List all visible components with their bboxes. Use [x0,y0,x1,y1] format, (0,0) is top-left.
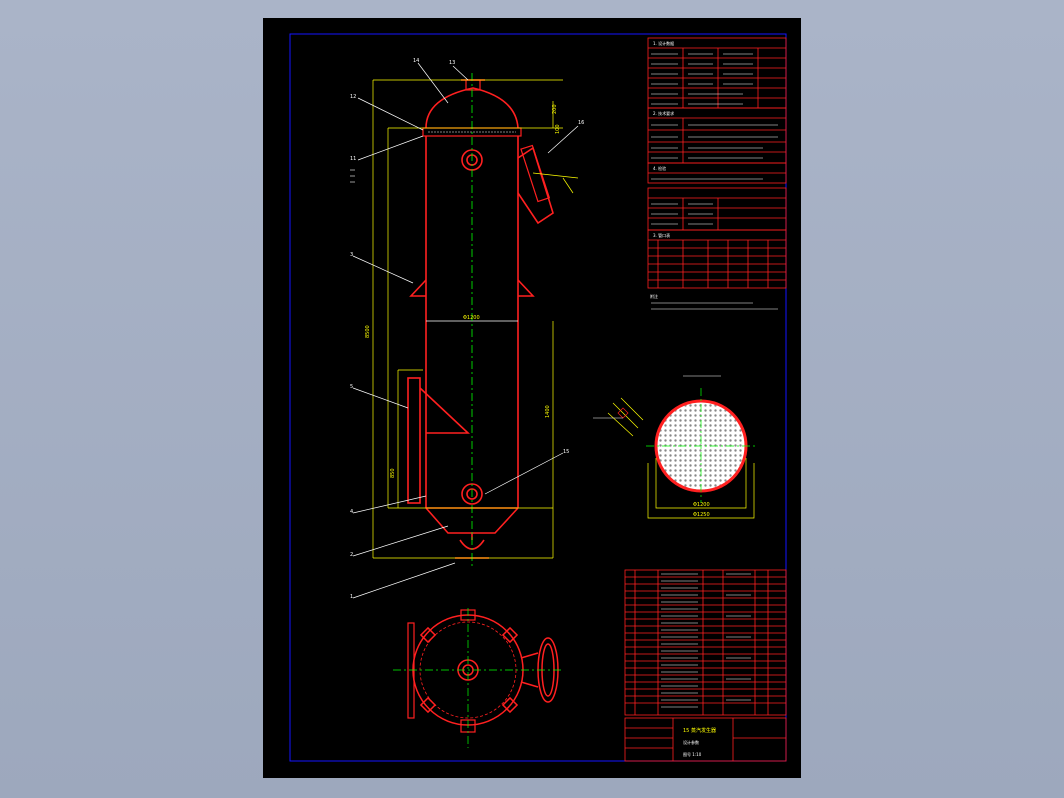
design-data-table [647,37,787,289]
dim-plate-width: Φ1200 [693,502,710,508]
sheet-note: 图号 1:10 [683,751,702,757]
dim-lower-section: 1400 [545,405,551,418]
callout-5: 5 [350,384,353,390]
dim-flange-gap: 100 [555,124,561,134]
title-subtitle: 设计参数 [683,739,699,745]
title-text: 15 蒸汽发生器 [683,727,716,734]
table-text-placeholder [651,53,778,310]
tube-sheet-detail: Φ1200 Φ1250 [593,375,756,519]
plan-view [407,609,559,733]
notes-heading: 附注 [650,293,658,299]
inspection-heading: 4. 检验 [653,165,666,171]
design-data-heading: 1. 设计数据 [653,40,674,46]
title-block [624,717,787,762]
callout-16: 16 [578,120,584,126]
dimension-lines [372,79,579,559]
callout-11: 11 [350,156,356,162]
nozzle-table-heading: 3. 管口表 [653,232,670,238]
drawing-sheet: 8500 1400 850 Φ1200 200 100 14 13 12 11 … [263,18,801,778]
dim-top-offset: 200 [552,104,558,114]
callout-14: 14 [413,58,419,64]
drawing-frame [289,33,787,762]
callout-2: 2 [350,552,353,558]
vessel-elevation [407,79,554,559]
dim-skirt: 850 [390,468,396,478]
tech-req-heading: 2. 技术要求 [653,110,674,116]
callout-4: 4 [350,509,353,515]
parts-list [624,569,787,716]
callout-13: 13 [449,60,455,66]
callout-12: 12 [350,94,356,100]
dim-total-height: 8500 [365,325,371,338]
callout-3: 3 [350,252,353,258]
dim-inner-diameter: Φ1200 [463,315,480,321]
dim-plate-outer: Φ1250 [693,512,710,518]
leader-lines [352,62,579,599]
callout-1: 1 [350,594,353,600]
callout-15: 15 [563,449,569,455]
engineering-drawing: 8500 1400 850 Φ1200 200 100 14 13 12 11 … [289,33,787,762]
